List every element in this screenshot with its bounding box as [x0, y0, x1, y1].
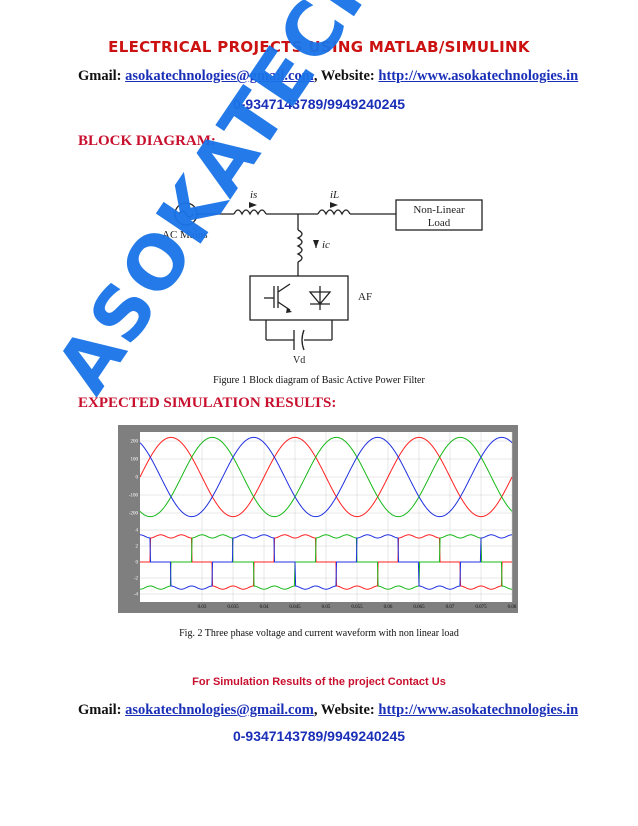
ac-sine-glyph [178, 210, 194, 218]
load-label-line2: Load [428, 217, 451, 229]
x-tick-label: 0.05 [322, 605, 331, 610]
y-tick-label: 100 [131, 458, 139, 463]
il-arrow [330, 202, 338, 208]
header-contact-line: Gmail: asokatechnologies@gmail.com, Webs… [78, 68, 578, 85]
x-tick-label: 0.065 [413, 605, 425, 610]
x-tick-label: 0.08 [508, 605, 517, 610]
footer-phone: 0-9347143789/9949240245 [232, 728, 406, 744]
contact-note: For Simulation Results of the project Co… [192, 676, 446, 688]
load-inductor [317, 209, 351, 216]
is-label: is [250, 189, 257, 201]
x-tick-label: 0.035 [227, 605, 239, 610]
vd-label: Vd [293, 355, 305, 365]
filter-inductor [296, 229, 303, 263]
footer-website-link[interactable]: http://www.asokatechnologies.in [378, 702, 579, 718]
current-series-3 [139, 534, 513, 590]
block-diagram: AC Mains is iL ic Non-Linear Load AF Vd [162, 189, 483, 365]
simulation-heading: EXPECTED SIMULATION RESULTS: [78, 395, 337, 411]
x-tick-label: 0.07 [446, 605, 455, 610]
waveform-chart: 0.03 0.035 0.04 0.045 0.05 0.055 0.06 0.065 0.07… [118, 425, 518, 613]
is-arrow [249, 202, 257, 208]
block-diagram-heading: BLOCK DIAGRAM: [78, 133, 216, 149]
ac-mains-label: AC Mains [162, 229, 208, 241]
y-tick-label: 0 [136, 476, 139, 481]
gmail-label: Gmail: [78, 68, 126, 84]
load-label-line1: Non-Linear [413, 204, 465, 216]
current-series-1 [140, 534, 512, 590]
ic-label: ic [322, 239, 330, 251]
source-inductor [233, 209, 267, 216]
header-website-link[interactable]: http://www.asokatechnologies.in [378, 68, 579, 84]
page-banner: ELECTRICAL PROJECTS USING MATLAB/SIMULIN… [108, 38, 530, 56]
footer-email-link[interactable]: asokatechnologies@gmail.com [125, 702, 314, 718]
voltage-series-2 [139, 436, 513, 518]
figure-2-caption: Fig. 2 Three phase voltage and current w… [179, 628, 459, 639]
non-linear-load-box [395, 199, 483, 231]
footer-website-label: , Website: [313, 702, 379, 718]
x-tick-label: 0.055 [351, 605, 363, 610]
figure-1-caption: Figure 1 Block diagram of Basic Active P… [213, 375, 425, 386]
voltage-series-1 [139, 436, 513, 518]
website-label: , Website: [313, 68, 379, 84]
current-series-2 [139, 534, 513, 590]
x-tick-label: 0.075 [475, 605, 487, 610]
x-tick-label: 0.045 [289, 605, 301, 610]
header-email-link[interactable]: asokatechnologies@gmail.com [125, 68, 314, 84]
header-phone: 0-9347143789/9949240245 [232, 96, 406, 112]
y-tick-label: -200 [129, 512, 139, 517]
y-tick-label: 2 [136, 545, 139, 550]
y-tick-label: 0 [136, 561, 139, 566]
active-filter-box [249, 275, 349, 321]
footer-gmail-label: Gmail: [78, 702, 126, 718]
il-label: iL [330, 189, 339, 201]
x-tick-label: 0.06 [384, 605, 393, 610]
y-tick-label: -4 [134, 593, 139, 598]
x-tick-label: 0.03 [198, 605, 207, 610]
x-tick-label: 0.04 [260, 605, 269, 610]
y-tick-label: -2 [134, 577, 139, 582]
voltage-series-3 [139, 436, 513, 518]
y-tick-label: 200 [131, 440, 139, 445]
y-tick-label: -100 [129, 494, 139, 499]
af-label: AF [358, 291, 372, 303]
y-tick-label: 4 [136, 529, 139, 534]
footer-contact-line: Gmail: asokatechnologies@gmail.com, Webs… [78, 702, 578, 719]
